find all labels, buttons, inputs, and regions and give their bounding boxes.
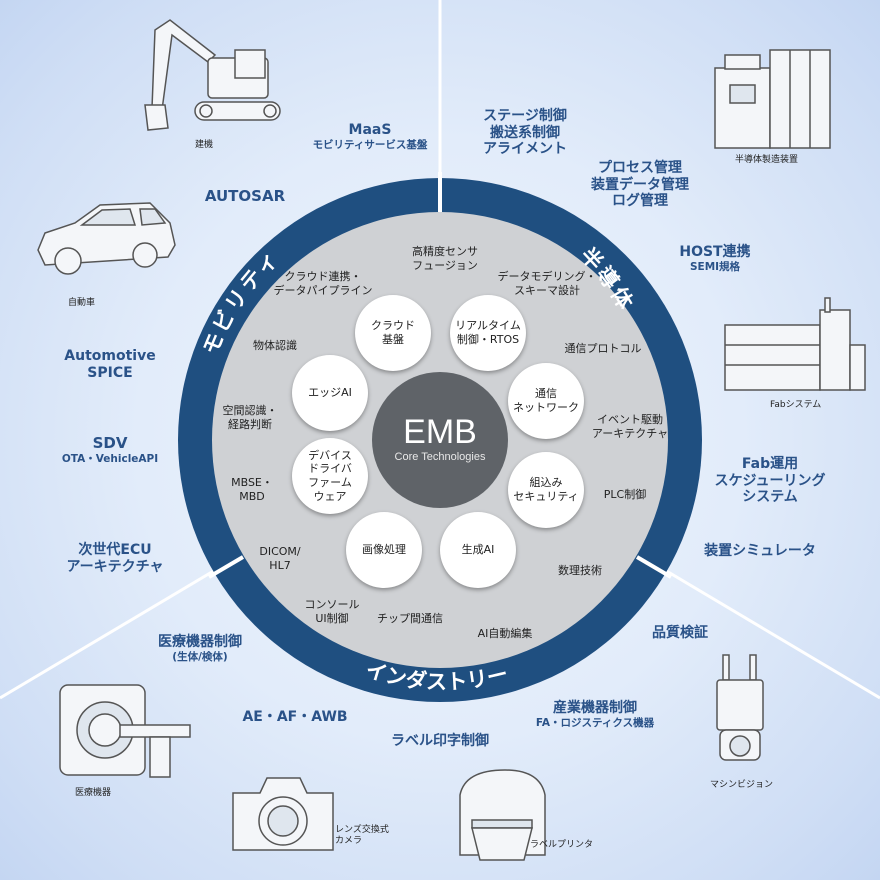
car-illustration	[37, 202, 176, 275]
inner-event-driven: イベント駆動 アーキテクチャ	[591, 413, 669, 440]
label-autosar: AUTOSAR	[204, 187, 286, 205]
label-sdv-title: SDV	[92, 434, 128, 452]
ring-gap-right	[635, 555, 673, 579]
label-label-print: ラベル印字制御	[391, 733, 489, 749]
label-industrial-title: 産業機器制御	[553, 700, 637, 716]
node-edgeai: エッジAI	[292, 355, 368, 431]
label-maas: MaaS モビリティサービス基盤	[295, 122, 445, 151]
divider-right	[647, 558, 880, 700]
node-device: デバイス ドライバ ファーム ウェア	[292, 438, 368, 514]
camera-illustration	[232, 777, 334, 851]
inner-data-pipeline: クラウド連携・ データパイプライン	[273, 270, 373, 297]
caption-car: 自動車	[68, 298, 96, 308]
label-equipment-simulator: 装置シミュレータ	[704, 543, 816, 559]
ring-gap-left	[207, 555, 245, 579]
label-host-sub: SEMI規格	[689, 260, 741, 273]
label-industrial-sub: FA・ロジスティクス機器	[535, 716, 655, 729]
center-title: EMB	[403, 413, 477, 451]
excavator-illustration	[144, 19, 281, 131]
label-automotive-spice: Automotive SPICE	[64, 348, 156, 381]
node-cloud: クラウド 基盤	[355, 295, 431, 371]
center-circle	[372, 372, 508, 508]
node-realtime: リアルタイム 制御・RTOS	[450, 295, 526, 371]
label-host: HOST連携 SEMI規格	[660, 244, 770, 273]
label-maas-sub: モビリティサービス基盤	[312, 138, 428, 151]
label-medical-title: 医療機器制御	[158, 634, 242, 650]
label-industrial-control: 産業機器制御 FA・ロジスティクス機器	[520, 700, 670, 729]
label-sdv-sub: OTA・VehicleAPI	[61, 452, 159, 465]
divider-left	[0, 558, 233, 700]
label-quality-verification: 品質検証	[652, 625, 708, 641]
node-imgproc: 画像処理	[346, 512, 422, 588]
label-fab-operations: Fab運用 スケジューリング システム	[714, 456, 826, 506]
inner-math: 数理技術	[558, 564, 602, 577]
medical-equipment-illustration	[59, 684, 191, 778]
fab-building-illustration	[724, 297, 866, 391]
inner-console-ui: コンソール UI制御	[304, 598, 360, 625]
label-host-title: HOST連携	[679, 244, 751, 260]
center-subtitle: Core Technologies	[394, 451, 486, 463]
inner-protocol: 通信プロトコル	[564, 342, 642, 355]
inner-sensor-fusion: 高精度センサ フュージョン	[412, 245, 478, 272]
node-genai: 生成AI	[440, 512, 516, 588]
caption-medical-equipment: 医療機器	[75, 788, 112, 798]
inner-mbse: MBSE・ MBD	[231, 476, 273, 503]
machine-vision-illustration	[716, 654, 764, 761]
inner-object-recognition: 物体認識	[253, 339, 297, 352]
inner-plc: PLC制御	[603, 488, 647, 501]
label-next-gen-ecu: 次世代ECU アーキテクチャ	[66, 542, 164, 575]
inner-dicom: DICOM/ HL7	[259, 545, 301, 572]
node-comm: 通信 ネットワーク	[508, 363, 584, 439]
semiconductor-equipment-illustration	[714, 49, 831, 149]
node-security: 組込み セキュリティ	[508, 452, 584, 528]
caption-fab-system: Fabシステム	[770, 400, 822, 410]
inner-spatial: 空間認識・ 経路判断	[222, 404, 278, 431]
caption-camera: レンズ交換式 カメラ	[335, 825, 389, 847]
label-stage-control: ステージ制御 搬送系制御 アライメント	[483, 108, 567, 158]
caption-machine-vision: マシンビジョン	[710, 780, 774, 790]
inner-chip-comm: チップ間通信	[377, 612, 443, 625]
label-printer-illustration	[459, 769, 546, 861]
inner-data-modeling: データモデリング・ スキーマ設計	[497, 270, 597, 297]
label-medical-control: 医療機器制御 (生体/検体)	[130, 634, 270, 663]
label-ae-af-awb: AE・AF・AWB	[242, 709, 348, 725]
label-sdv: SDV OTA・VehicleAPI	[45, 434, 175, 465]
label-medical-sub: (生体/検体)	[172, 650, 228, 663]
caption-semiconductor-equipment: 半導体製造装置	[735, 155, 799, 165]
label-process-management: プロセス管理 装置データ管理 ログ管理	[591, 160, 689, 210]
caption-label-printer: ラベルプリンタ	[530, 840, 594, 850]
label-maas-title: MaaS	[348, 122, 392, 138]
caption-construction: 建機	[195, 140, 214, 150]
inner-ai-edit: AI自動編集	[477, 627, 533, 640]
